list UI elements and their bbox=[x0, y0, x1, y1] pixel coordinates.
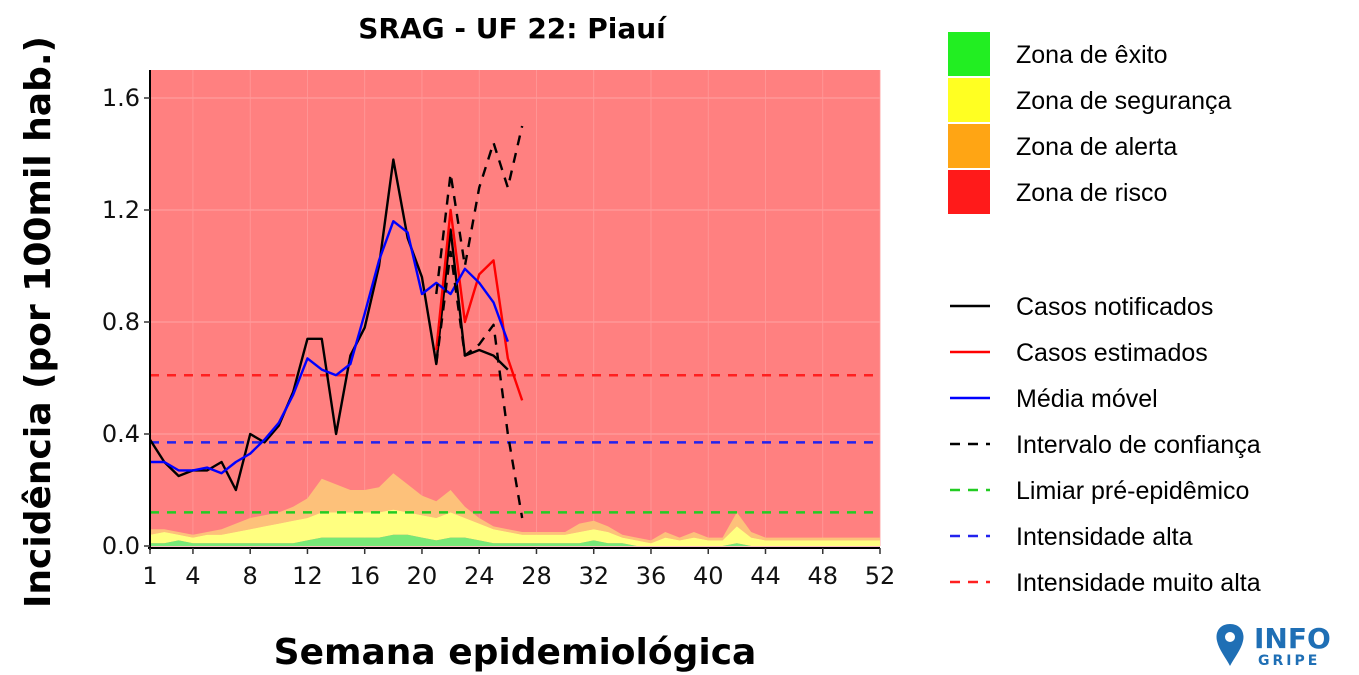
legend-label: Intensidade alta bbox=[1016, 523, 1193, 551]
zone-exito-area bbox=[150, 534, 880, 546]
zone-seguranca-area bbox=[150, 509, 880, 546]
logo-gripe-text: GRIPE bbox=[1258, 653, 1320, 669]
x-tick-label: 4 bbox=[185, 562, 200, 590]
x-tick-label: 36 bbox=[636, 562, 667, 590]
x-tick-label: 20 bbox=[407, 562, 438, 590]
legend-label: Intensidade muito alta bbox=[1016, 569, 1261, 597]
legend-label: Casos estimados bbox=[1016, 339, 1208, 367]
x-tick-label: 48 bbox=[807, 562, 838, 590]
x-tick-label: 12 bbox=[292, 562, 323, 590]
series-line bbox=[150, 219, 509, 475]
y-tick-label: 0.0 bbox=[102, 532, 140, 560]
x-tick-label: 16 bbox=[349, 562, 380, 590]
legend-label: Casos notificados bbox=[1016, 293, 1213, 321]
y-axis-label: Incidência (por 100mil hab.) bbox=[18, 36, 59, 608]
series-line bbox=[435, 125, 524, 295]
legend-swatch bbox=[948, 170, 990, 214]
y-tick-label: 1.2 bbox=[102, 196, 140, 224]
x-tick-label: 24 bbox=[464, 562, 495, 590]
legend-swatch bbox=[948, 124, 990, 168]
y-tick-label: 1.6 bbox=[102, 84, 140, 112]
location-pin-icon bbox=[1216, 624, 1244, 666]
x-tick-label: 44 bbox=[750, 562, 781, 590]
logo-info-text: INFO bbox=[1254, 622, 1331, 655]
legend-label: Zona de segurança bbox=[1016, 87, 1232, 115]
legend-label: Média móvel bbox=[1016, 385, 1158, 413]
y-tick-label: 0.4 bbox=[102, 420, 140, 448]
legend-swatch bbox=[948, 32, 990, 76]
zone-risco-area bbox=[150, 70, 880, 546]
series-line bbox=[435, 250, 524, 519]
x-tick-label: 32 bbox=[578, 562, 609, 590]
series-line bbox=[435, 208, 524, 401]
legend-label: Zona de alerta bbox=[1016, 133, 1177, 161]
legend-label: Limiar pré-epidêmico bbox=[1016, 477, 1249, 505]
legend-label: Intervalo de confiança bbox=[1016, 431, 1261, 459]
legend-swatch bbox=[948, 78, 990, 122]
x-axis-label: Semana epidemiológica bbox=[274, 632, 757, 673]
x-tick-label: 8 bbox=[243, 562, 258, 590]
x-tick-label: 52 bbox=[865, 562, 896, 590]
x-tick-label: 1 bbox=[142, 562, 157, 590]
x-tick-label: 40 bbox=[693, 562, 724, 590]
zone-alerta-area bbox=[150, 473, 880, 544]
x-tick-label: 28 bbox=[521, 562, 552, 590]
legend-label: Zona de êxito bbox=[1016, 41, 1168, 69]
legend-label: Zona de risco bbox=[1016, 179, 1167, 207]
infogripe-logo: INFO GRIPE bbox=[1216, 622, 1331, 669]
y-tick-label: 0.8 bbox=[102, 308, 140, 336]
chart-title: SRAG - UF 22: Piauí bbox=[358, 12, 667, 45]
